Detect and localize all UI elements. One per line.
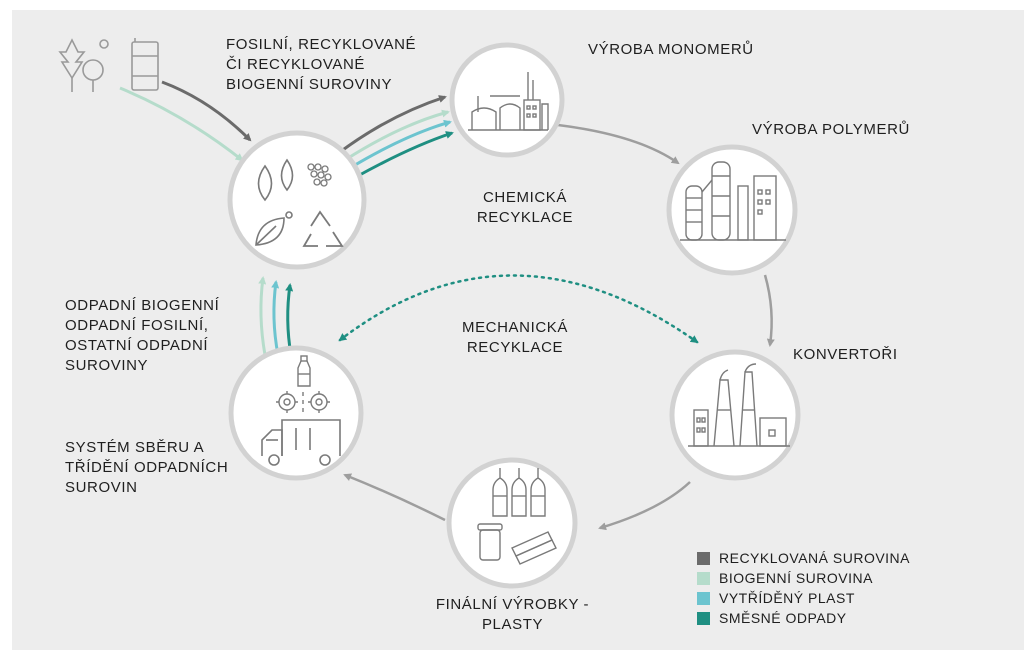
- arrow-polymers-to-converters: [763, 274, 775, 347]
- pipes-icon: [511, 531, 557, 565]
- legend-swatch: [697, 551, 710, 565]
- final-products-line-1: FINÁLNÍ VÝROBKY -: [435, 596, 590, 613]
- raw-materials-circle: [227, 130, 367, 270]
- arrow-collection-to-raw-biogenic: [258, 276, 267, 356]
- collection-circle: [228, 345, 364, 481]
- mechanical-recycling-label: MECHANICKÁ RECYKLACE: [450, 318, 580, 358]
- arrow-raw-to-monomers-sorted: [349, 119, 452, 170]
- inputs-label-line-1: FOSILNÍ, RECYKLOVANÉ: [226, 36, 417, 53]
- arrow-raw-to-monomers-recycled: [339, 95, 447, 154]
- arrow-input-biogenic: [119, 86, 244, 162]
- legend-swatch: [697, 611, 710, 625]
- collection-label: SYSTÉM SBĚRU A TŘÍDĚNÍ ODPADNÍCH SUROVIN: [65, 438, 228, 498]
- collection-line-1: SYSTÉM SBĚRU A: [65, 439, 205, 456]
- monomers-circle: [449, 42, 565, 158]
- arrow-converters-to-final: [598, 481, 691, 531]
- final-products-circle: [446, 457, 578, 589]
- waste-line-4: SUROVINY: [65, 357, 149, 374]
- polymers-circle: [666, 144, 798, 276]
- recycle-icon: [302, 210, 344, 247]
- bottle-icon: [297, 355, 311, 387]
- inputs-label-line-3: BIOGENNÍ SUROVINY: [226, 76, 393, 93]
- legend-item-recycled: RECYKLOVANÁ SUROVINA: [697, 548, 910, 568]
- legend-swatch: [697, 591, 710, 605]
- legend-label: RECYKLOVANÁ SUROVINA: [719, 550, 911, 566]
- legend-label: VYTŘÍDĚNÝ PLAST: [719, 590, 855, 606]
- jar-icon: [477, 523, 503, 561]
- arrow-raw-to-monomers-biogenic: [344, 109, 450, 162]
- polymers-label: VÝROBA POLYMERŮ: [752, 121, 910, 138]
- arrow-monomers-to-polymers: [557, 123, 680, 165]
- arrow-final-to-collection: [343, 473, 446, 522]
- legend-swatch: [697, 571, 710, 585]
- chemical-recycling-label: CHEMICKÁ RECYKLACE: [470, 188, 580, 228]
- mechanical-recycling-line-1: MECHANICKÁ: [461, 319, 568, 336]
- inputs-label: FOSILNÍ, RECYKLOVANÉ ČI RECYKLOVANÉ BIOG…: [226, 35, 416, 95]
- leaf-icon: [255, 211, 293, 246]
- waste-line-2: ODPADNÍ FOSILNÍ,: [65, 317, 209, 334]
- bottles-icon: [492, 468, 546, 517]
- collection-line-3: SUROVIN: [65, 479, 138, 496]
- collection-line-2: TŘÍDĚNÍ ODPADNÍCH: [65, 459, 229, 476]
- monomers-label: VÝROBA MONOMERŮ: [588, 41, 754, 58]
- inputs-label-line-2: ČI RECYKLOVANÉ: [226, 56, 365, 73]
- barrel-icon: [131, 38, 159, 91]
- waste-line-1: ODPADNÍ BIOGENNÍ: [65, 297, 220, 314]
- droplets-icon: [257, 158, 294, 202]
- waste-line-3: OSTATNÍ ODPADNÍ: [65, 337, 209, 354]
- polymer-plant-icon: [680, 161, 786, 241]
- chemical-recycling-line-2: RECYKLACE: [476, 209, 574, 226]
- arrow-input-recycled: [161, 80, 252, 142]
- legend: RECYKLOVANÁ SUROVINA BIOGENNÍ SUROVINA V…: [697, 548, 910, 628]
- mechanical-recycling-line-2: RECYKLACE: [466, 339, 564, 356]
- final-products-label: FINÁLNÍ VÝROBKY - PLASTY: [425, 595, 600, 635]
- arrow-collection-to-raw-mixed: [285, 283, 294, 356]
- chemical-recycling-line-1: CHEMICKÁ: [483, 189, 567, 206]
- final-products-line-2: PLASTY: [481, 616, 544, 633]
- legend-label: BIOGENNÍ SUROVINA: [719, 570, 873, 586]
- granules-icon: [307, 163, 332, 187]
- legend-item-mixed: SMĚSNÉ ODPADY: [697, 608, 910, 628]
- legend-label: SMĚSNÉ ODPADY: [719, 610, 847, 626]
- converters-circle: [669, 349, 801, 481]
- gears-icon: [276, 391, 330, 413]
- legend-item-sorted: VYTŘÍDĚNÝ PLAST: [697, 588, 910, 608]
- arrow-collection-to-raw-sorted: [271, 280, 280, 356]
- arrow-raw-to-monomers-mixed: [355, 131, 454, 179]
- trees-icon: [58, 38, 109, 92]
- garbage-truck-icon: [261, 419, 341, 466]
- arrow-mechanical-recycling: [338, 274, 699, 344]
- waste-inputs-label: ODPADNÍ BIOGENNÍ ODPADNÍ FOSILNÍ, OSTATN…: [65, 296, 219, 376]
- factory-chimneys-icon: [688, 363, 790, 447]
- chemical-plant-icon: [468, 72, 549, 131]
- legend-item-biogenic: BIOGENNÍ SUROVINA: [697, 568, 910, 588]
- converters-label: KONVERTOŘI: [793, 346, 898, 363]
